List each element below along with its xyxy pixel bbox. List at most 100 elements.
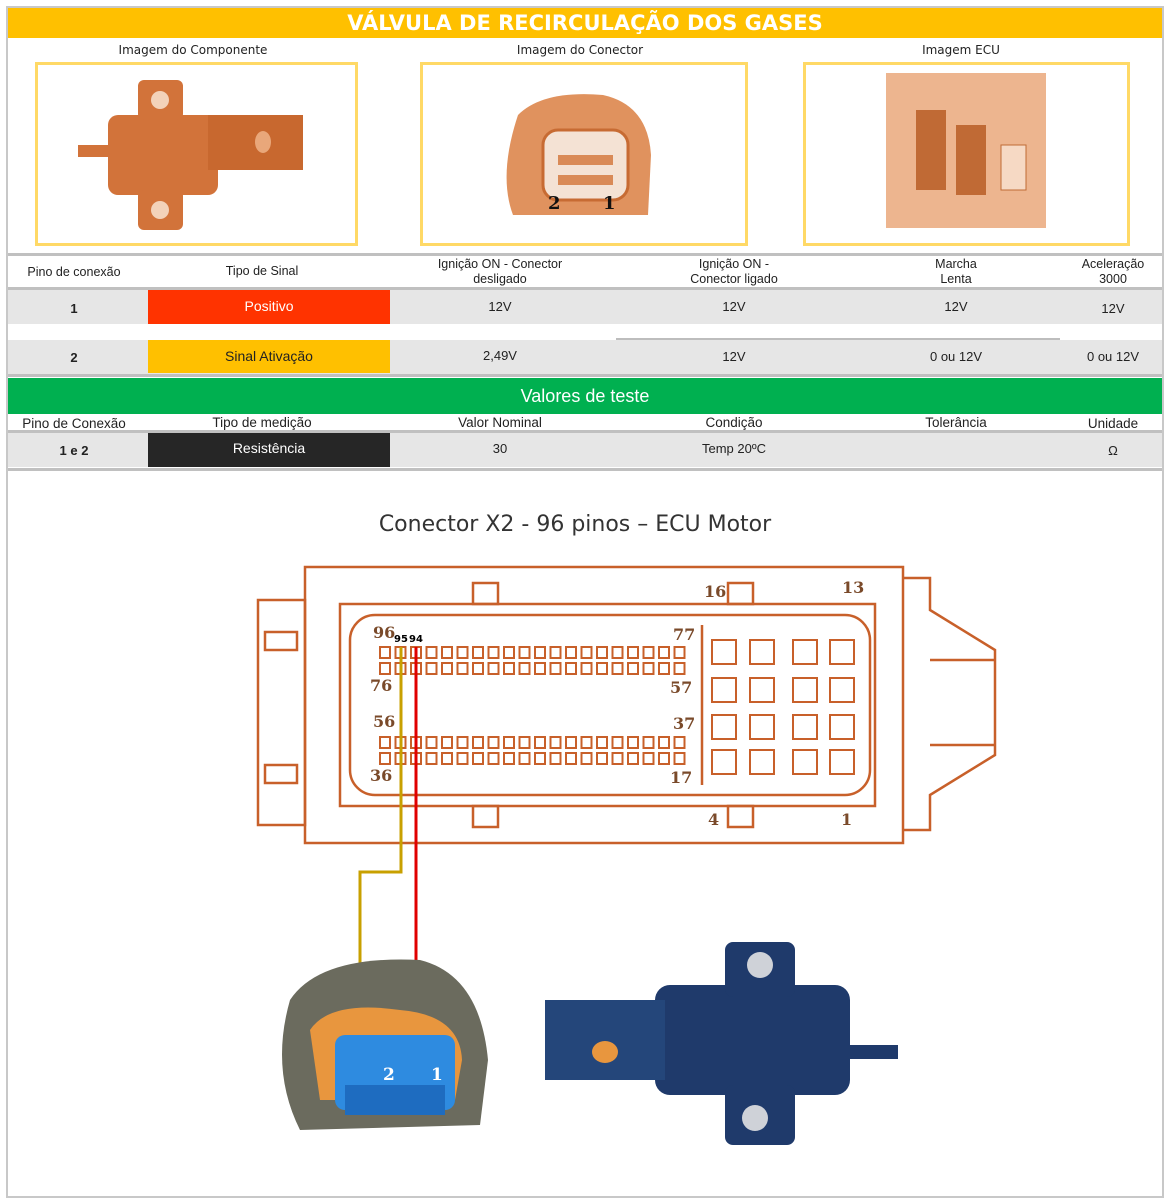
connector-pin — [565, 752, 577, 765]
value-condition: Temp 20ºC — [702, 441, 766, 456]
divider — [8, 287, 1162, 290]
connector-pin — [534, 736, 546, 749]
connector-pin — [379, 752, 391, 765]
connector-pin — [549, 646, 562, 659]
connector-pin — [565, 646, 577, 659]
connector-pin-2-label: 2 — [548, 193, 561, 214]
connector-pin — [518, 646, 531, 659]
connector-pin — [534, 646, 546, 659]
pin-label-96: 96 — [373, 623, 395, 642]
connector-pin — [518, 662, 531, 675]
connector-pin — [642, 752, 655, 765]
pin-label-76: 76 — [370, 676, 392, 695]
connector-pin — [487, 662, 500, 675]
table-row: 2 Sinal Ativação 2,49V 12V 0 ou 12V 0 ou… — [8, 340, 1162, 374]
connector-pin — [472, 752, 484, 765]
connector-pin — [379, 736, 391, 749]
value-ign-on: 12V — [722, 299, 746, 314]
connector-power-pin — [749, 749, 775, 775]
connector-latch-left — [256, 598, 307, 827]
value-idle: 0 ou 12V — [929, 349, 983, 364]
connector-pin — [379, 646, 391, 659]
connector-pin — [534, 662, 546, 675]
connector-cavity — [348, 613, 872, 797]
connector-pin — [658, 662, 670, 675]
table-row: 1 e 2 Resistência 30 Temp 20ºC Ω — [8, 433, 1162, 467]
connector-pin — [596, 752, 608, 765]
connector-pin — [580, 646, 593, 659]
connector-pin — [503, 736, 515, 749]
connector-power-pin — [749, 677, 775, 703]
value-accel: 12V — [1101, 301, 1125, 316]
connector-power-pin — [792, 714, 818, 740]
connector-image-label: Imagem do Conector — [516, 43, 644, 57]
connector-pin — [441, 752, 453, 765]
connector-pin — [534, 752, 546, 765]
connector-pin — [456, 646, 469, 659]
page-frame — [6, 6, 1164, 1198]
pin-label-13: 13 — [842, 578, 864, 597]
connector-pin — [658, 736, 670, 749]
connector-pin — [425, 736, 438, 749]
connector-pin — [487, 736, 500, 749]
connector-pin — [472, 662, 484, 675]
connector-power-pin — [829, 639, 855, 665]
connector-pin — [441, 662, 453, 675]
connector-pin — [611, 736, 624, 749]
pin-number: 1 e 2 — [59, 443, 89, 458]
connector-pin — [627, 736, 639, 749]
component-image — [35, 62, 358, 246]
connector-power-pin — [792, 677, 818, 703]
connector-pin — [673, 752, 686, 765]
connector-pin — [487, 752, 500, 765]
connector-pin — [456, 662, 469, 675]
connector-pin — [580, 736, 593, 749]
valve-photo — [545, 942, 898, 1145]
connector-pin — [379, 662, 391, 675]
connector-pin — [518, 736, 531, 749]
connector-pin — [425, 662, 438, 675]
connector-pin — [503, 752, 515, 765]
connector-power-pin — [829, 749, 855, 775]
test-values-banner: Valores de teste — [8, 378, 1162, 414]
connector-pin — [441, 646, 453, 659]
component-image-label: Imagem do Componente — [118, 43, 268, 57]
header-ign-off: Ignição ON - Conector desligado — [437, 257, 563, 286]
connector-pin — [456, 752, 469, 765]
divider — [8, 253, 1162, 256]
connector-power-pin — [711, 714, 737, 740]
header-nominal: Valor Nominal — [458, 415, 542, 430]
header-accel: Aceleração 3000 — [1081, 257, 1145, 286]
connector-outline — [303, 565, 905, 845]
value-unit: Ω — [1108, 443, 1118, 458]
pin-label-37: 37 — [673, 714, 695, 733]
connector-photo — [282, 959, 488, 1130]
header-pin: Pino de conexão — [27, 265, 121, 279]
connector-pin — [580, 752, 593, 765]
connector-power-pin — [792, 639, 818, 665]
divider — [8, 374, 1162, 377]
connector-image: 2 1 — [420, 62, 748, 246]
connector-pin — [565, 662, 577, 675]
divider — [8, 430, 1162, 433]
connector-pin — [611, 646, 624, 659]
connector-pin — [441, 736, 453, 749]
test-table-header: Pino de Conexão Tipo de medição Valor No… — [8, 415, 1162, 431]
connector-pin — [596, 736, 608, 749]
connector-pin — [596, 646, 608, 659]
connector-pin — [627, 646, 639, 659]
pin-label-57: 57 — [670, 678, 692, 697]
photo-pin-1-label: 1 — [431, 1065, 443, 1085]
connector-pin — [425, 646, 438, 659]
pin-label-4: 4 — [708, 810, 719, 829]
connector-pin — [627, 662, 639, 675]
connector-pin — [456, 736, 469, 749]
connector-pin — [580, 662, 593, 675]
connector-power-pin — [749, 639, 775, 665]
connector-pin — [673, 646, 686, 659]
signal-type-badge: Sinal Ativação — [148, 340, 390, 373]
divider — [616, 338, 1060, 341]
connector-pin — [503, 662, 515, 675]
header-unit: Unidade — [1087, 416, 1139, 431]
